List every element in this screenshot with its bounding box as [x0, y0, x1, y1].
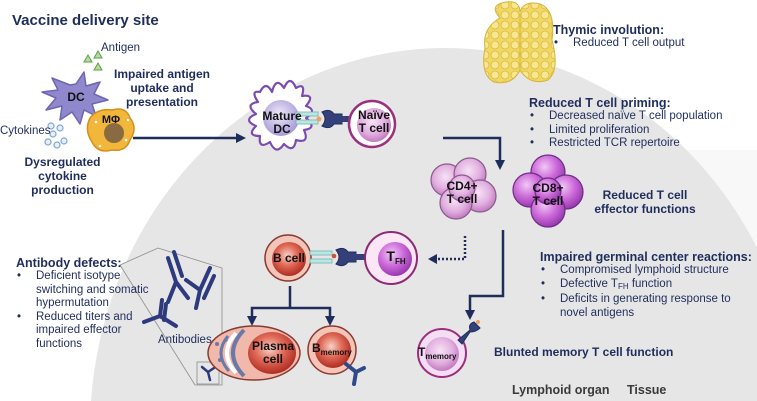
list-item: Defective TFH function: [540, 278, 755, 294]
tcr-mhc-interaction-icon: [295, 109, 354, 129]
label-line: T cell: [532, 194, 564, 208]
label-main: T: [386, 248, 395, 264]
antigen-label: Antigen: [101, 42, 141, 54]
item-text: Compromised lymphoid structure: [560, 264, 729, 276]
list-item: Deficits in generating response to novel…: [540, 293, 755, 320]
label-main: T: [418, 345, 426, 359]
annotation-line: Dysregulated: [24, 155, 101, 169]
label-sub: memory: [320, 348, 352, 357]
macrophage-label: MΦ: [101, 114, 121, 126]
annotation-line: Impaired antigen: [113, 67, 211, 81]
naive-t-cell-icon: [347, 99, 397, 149]
blunted-memory-annotation: Blunted memory T cell function: [494, 345, 674, 359]
cytokines-icon: [44, 122, 68, 149]
t-cell-priming-list: Decreased naïve T cell population Limite…: [529, 110, 754, 151]
list-item: Deficient isotype switching and somatic …: [16, 270, 151, 311]
item-subscript: FH: [617, 281, 629, 291]
macrophage-icon: [86, 108, 135, 152]
b-memory-cell-icon: [307, 325, 366, 386]
label-line: T cell: [358, 121, 390, 135]
annotation-line: uptake and: [130, 81, 194, 95]
label-line: Naïve: [357, 108, 391, 122]
tfh-cell-icon: [364, 231, 418, 285]
germinal-center-list: Compromised lymphoid structure Defective…: [540, 264, 755, 320]
label-line: Mature: [262, 109, 302, 123]
thymic-involution-heading: Thymic involution:: [553, 23, 665, 37]
label-sub: memory: [425, 352, 457, 361]
tissue-label: Tissue: [627, 383, 667, 397]
b-cell-label: B cell: [272, 251, 305, 265]
b-cell-icon: [264, 234, 312, 282]
antigen-icon: [83, 49, 103, 71]
cd4-t-cell-label: CD4+ T cell: [440, 180, 484, 206]
thymus-icon: [483, 1, 556, 84]
b-cell-branch-arrows: [247, 286, 335, 326]
t-cell-priming-heading: Reduced T cell priming:: [529, 96, 671, 110]
mature-dc-label: Mature DC: [254, 110, 310, 136]
item-text: function: [628, 277, 673, 290]
annotation-line: Reduced T cell: [602, 188, 688, 202]
plasma-cell-label: Plasma cell: [248, 340, 298, 366]
list-item: Decreased naïve T cell population: [529, 110, 754, 124]
t-memory-cell-icon: [417, 320, 481, 378]
page-title: Vaccine delivery site: [12, 12, 159, 29]
item-text: Defective T: [560, 277, 618, 290]
t-memory-cell-label: Tmemory: [418, 345, 470, 362]
list-item: Limited proliferation: [529, 124, 754, 138]
antibody-icon: [142, 250, 216, 328]
list-item: Restricted TCR repertoire: [529, 137, 754, 151]
label-line: Plasma: [251, 339, 295, 353]
germinal-center-heading: Impaired germinal center reactions:: [540, 250, 752, 264]
lymphoid-organ-label: Lymphoid organ: [512, 383, 610, 397]
annotation-line: presentation: [125, 95, 198, 109]
label-line: cell: [262, 352, 283, 366]
label-main: B: [312, 341, 321, 355]
b-memory-cell-label: Bmemory: [312, 341, 364, 358]
antibody-defects-list: Deficient isotype switching and somatic …: [16, 270, 151, 351]
dysregulated-cytokine-annotation: Dysregulated cytokine production: [20, 155, 105, 197]
label-line: T cell: [446, 192, 478, 206]
label-sub: FH: [394, 257, 406, 266]
reduced-effector-annotation: Reduced T cell effector functions: [590, 188, 700, 216]
bcell-tfh-interaction-icon: [309, 247, 366, 267]
arrow-to-mature-dc: [133, 133, 246, 143]
arrow-to-t-memory: [465, 230, 505, 320]
list-item: Compromised lymphoid structure: [540, 264, 755, 278]
arrow-to-effector-cells: [443, 136, 505, 170]
cd8-t-cell-icon: [512, 154, 584, 228]
annotation-line: cytokine: [38, 169, 87, 183]
dendritic-cell-icon: [41, 71, 109, 125]
label-line: CD4+: [446, 179, 478, 193]
mature-dc-icon: [247, 79, 314, 151]
label-line: DC: [273, 122, 291, 136]
item-text: Deficits in generating response to novel…: [560, 293, 731, 319]
list-item: Reduced titers and impaired effector fun…: [16, 311, 151, 352]
antibody-defects-heading: Antibody defects:: [16, 256, 122, 270]
dotted-arrow-to-tfh: [428, 236, 467, 264]
impaired-antigen-annotation: Impaired antigen uptake and presentation: [112, 67, 212, 109]
thymic-involution-list: Reduced T cell output: [553, 37, 753, 51]
small-antibody-icon: [200, 365, 216, 382]
cd4-t-cell-icon: [430, 157, 497, 220]
label-line: CD8+: [532, 181, 564, 195]
annotation-line: effector functions: [594, 202, 696, 216]
cd8-t-cell-label: CD8+ T cell: [526, 182, 570, 208]
list-item: Reduced T cell output: [553, 37, 753, 51]
dc-label: DC: [67, 90, 85, 104]
antibodies-label: Antibodies: [158, 334, 212, 346]
tfh-cell-label: TFH: [378, 248, 414, 266]
annotation-line: production: [31, 183, 94, 197]
cytokines-label: Cytokines: [0, 125, 51, 137]
plasma-cell-icon: [207, 325, 301, 381]
naive-t-cell-label: Naïve T cell: [352, 109, 396, 135]
